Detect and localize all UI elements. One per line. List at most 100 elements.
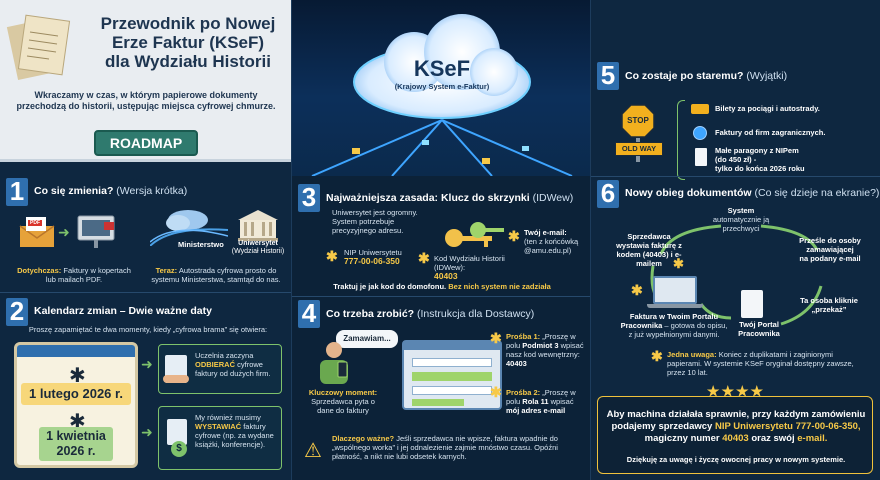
now-label: Teraz: <box>155 266 178 275</box>
intro-line: przechodzą do historii, ustępując miejsc… <box>16 101 276 111</box>
req1-b: Podmiot 3 <box>522 341 559 350</box>
section-number: 5 <box>597 62 619 90</box>
exception-3: Małe paragony z NIPem (do 450 zł) - tylk… <box>715 146 865 173</box>
s6-heading: Nowy obieg dokumentów (Co się dzieje na … <box>625 187 879 200</box>
date-2: 1 kwietnia 2026 r. <box>39 427 113 461</box>
s5-subtitle: (Wyjątki) <box>746 70 788 82</box>
section-divider <box>0 292 291 293</box>
code-label: Kod Wydziału Historii (IDWew): <box>434 254 505 272</box>
s1-subtitle: (Wersja krótka) <box>116 185 188 197</box>
flow-step-seller: Sprzedawca wystawia fakturę z kodem (404… <box>616 232 682 268</box>
final-line2b: NIP Uniwersytetu 777-00-06-350, <box>714 421 861 432</box>
s6-title: Nowy obieg dokumentów <box>625 187 752 199</box>
why-important: Dlaczego ważne? Jeśli sprzedawca nie wpi… <box>332 434 584 461</box>
s3-footer: Traktuj je jak kod do domofonu. Bez nich… <box>302 282 582 291</box>
calendar-card: ✱ 1 lutego 2026 r. ✱ 1 kwietnia 2026 r. <box>14 342 138 468</box>
stop-sign-icon <box>621 104 655 138</box>
star-marker: ✱ <box>326 248 338 264</box>
form-field <box>412 358 492 367</box>
section-divider <box>591 176 880 177</box>
form-field <box>412 399 464 406</box>
flow-step-portal-invoice: Faktura w Twoim Portalu Pracownika – got… <box>619 312 729 339</box>
s5-title: Co zostaje po staremu? <box>625 70 744 82</box>
title-line: dla Wydziału Historii <box>105 52 271 71</box>
pdf-tag: PDF <box>30 220 40 226</box>
star-marker: ✱ <box>651 348 663 364</box>
laptop-base <box>647 304 703 308</box>
flow-step-my-portal: Twój Portal Pracownika <box>738 320 780 338</box>
req2-label: Prośba 2: <box>506 388 541 397</box>
email-block: Twój e-mail: (ten z końcówką @amu.edu.pl… <box>524 228 588 255</box>
code-block: Kod Wydziału Historii (IDWew): 40403 <box>434 254 522 281</box>
data-highway-icon <box>311 119 573 176</box>
s3-intro: Uniwersytet jest ogromny. System potrzeb… <box>332 208 418 235</box>
email-label: Twój e-mail: <box>524 228 567 237</box>
step6-text: – gotowa do opisu, z już wypełnionymi da… <box>628 321 728 339</box>
section-number: 4 <box>298 300 320 328</box>
s4-title: Co trzeba zrobić? <box>326 308 415 320</box>
hero-image: KSeF (Krajowy System e-Faktur) <box>292 0 590 176</box>
request-1: Prośba 1: „Proszę w polu Podmiot 3 wpisa… <box>506 332 588 368</box>
form-titlebar <box>404 342 500 350</box>
stop-label: STOP <box>627 116 649 125</box>
final-line: Aby machina działała sprawnie, przy każd… <box>606 409 866 420</box>
one-note: Jedna uwaga: Koniec z duplikatami i zagi… <box>667 350 863 377</box>
flow-step-click: Ta osoba kliknie „przekaż” <box>800 296 858 314</box>
final-line2a: podajemy sprzedawcy <box>611 421 713 432</box>
roadmap-badge: ROADMAP <box>94 130 198 156</box>
email-text: (ten z końcówką @amu.edu.pl) <box>524 237 579 255</box>
s1-title: Co się zmienia? <box>34 185 114 197</box>
final-text: Aby machina działała sprawnie, przy każd… <box>602 409 870 445</box>
step1-text: automatycznie ją przechwyci <box>712 215 770 233</box>
step3-text: na podany e-mail <box>799 254 861 263</box>
arrow-icon: ➜ <box>141 356 153 372</box>
star-marker: ✱ <box>418 250 430 266</box>
final-line3a: magiczny numer <box>644 433 720 444</box>
middle-column: KSeF (Krajowy System e-Faktur) 3 Najważn… <box>291 0 590 480</box>
keys-icon <box>445 222 504 247</box>
receive-text: Uczelnia zaczyna ODBIERAĆ cyfrowe faktur… <box>195 351 279 378</box>
form-field <box>412 372 492 381</box>
date-2-year: 2026 r. <box>56 444 96 458</box>
money-icon: $ <box>171 441 187 457</box>
intro-line: Wkraczamy w czas, w którym papierowe dok… <box>34 90 258 100</box>
star-marker: ✱ <box>490 384 502 400</box>
key-label: Kluczowy moment: <box>308 388 378 397</box>
issue-text: My również musimy WYSTAWIAĆ faktury cyfr… <box>195 413 279 449</box>
req2-c: wpisać <box>550 397 574 406</box>
final-line: magiczny numer 40403 oraz swój e-mail. <box>602 433 870 445</box>
invoice-form <box>402 340 502 410</box>
receive-a: Uczelnia zaczyna <box>195 351 254 360</box>
final-summary-box: ★★★★ Aby machina działała sprawnie, przy… <box>597 383 873 474</box>
note-text: Koniec z duplikatami i zaginionymi papie… <box>667 350 854 377</box>
title-line: Przewodnik po Nowej <box>100 14 276 33</box>
before-label: Dotychczas: <box>17 266 62 275</box>
before-value: Faktury w kopertach lub mailach PDF. <box>45 266 131 284</box>
nip-label: NIP Uniwersytetu <box>344 248 402 257</box>
header-card: Przewodnik po Nowej Erze Faktur (KSeF) d… <box>0 0 291 162</box>
req2-d: mój adres e-mail <box>506 406 566 415</box>
req1-a: „Proszę w polu <box>506 332 576 350</box>
section-number: 1 <box>6 178 28 206</box>
university-building-icon <box>238 210 278 241</box>
s2-intro: Proszę zapamiętać te dwa momenty, kiedy … <box>28 325 268 334</box>
envelope-icon <box>19 217 55 247</box>
star-marker: ✱ <box>673 256 684 271</box>
paper-stack-icon <box>6 14 71 80</box>
ministry-label: Ministerstwo <box>178 240 224 249</box>
title-line: Erze Faktur (KSeF) <box>111 33 265 52</box>
globe-icon <box>693 126 707 140</box>
issue-a: My również musimy <box>195 413 261 422</box>
digital-highway-icon <box>150 210 228 246</box>
s6-subtitle: (Co się dzieje na ekranie?) <box>754 187 880 199</box>
page-title: Przewodnik po Nowej Erze Faktur (KSeF) d… <box>88 14 288 71</box>
section-number: 3 <box>298 184 320 212</box>
university-label: Uniwersytet (Wydział Historii) <box>230 240 286 256</box>
step1-title: System <box>727 206 755 215</box>
final-line: podajemy sprzedawcy NIP Uniwersytetu 777… <box>602 421 870 433</box>
star-marker: ✱ <box>508 228 520 244</box>
section-number: 2 <box>6 298 28 326</box>
s3-title: Najważniejsza zasada: Klucz do skrzynki <box>326 192 530 204</box>
now-value: Autostrada cyfrowa prosto do systemu Min… <box>151 266 281 284</box>
s2-title: Kalendarz zmian – Dwie ważne daty <box>34 305 212 317</box>
